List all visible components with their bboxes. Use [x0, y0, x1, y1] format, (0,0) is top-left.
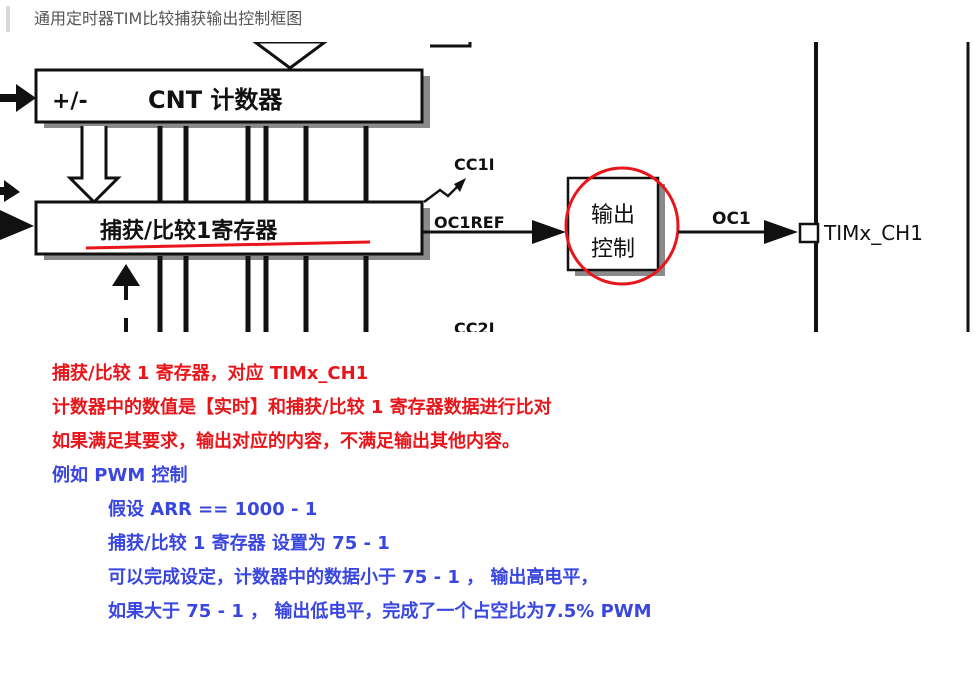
- pin-square: [798, 222, 820, 244]
- note-line-6: 捕获/比较 1 寄存器 设置为 75 - 1: [108, 533, 390, 554]
- note-line-5: 假设 ARR == 1000 - 1: [108, 499, 318, 520]
- output-control-line2: 控制: [591, 237, 635, 262]
- note-line-1: 捕获/比较 1 寄存器，对应 TIMx_CH1: [52, 363, 369, 384]
- caption-bar: 通用定时器TIM比较捕获输出控制框图: [0, 0, 974, 38]
- ccr-red-underline: [85, 240, 371, 250]
- cc2i-label: CC2I: [454, 319, 495, 332]
- output-control-box: [566, 176, 660, 272]
- top-arrow-stub: [252, 42, 328, 70]
- plus-minus-label: +/-: [52, 89, 88, 114]
- output-control-line1: 输出: [591, 203, 635, 228]
- note-line-4: 例如 PWM 控制: [52, 465, 188, 486]
- ccr-input-arrowhead: [0, 210, 34, 240]
- note-line-3: 如果满足其要求，输出对应的内容，不满足输出其他内容。: [52, 431, 520, 452]
- caption-accent: [6, 6, 10, 32]
- cc1i-arrow-line: [423, 185, 459, 203]
- top-right-stub: [430, 42, 472, 48]
- caption-text: 通用定时器TIM比较捕获输出控制框图: [34, 9, 303, 28]
- oc1ref-arrowhead: [532, 220, 566, 244]
- vertical-bus-upper: [157, 126, 369, 202]
- oc1ref-label: OC1REF: [434, 213, 505, 232]
- note-line-7: 可以完成设定，计数器中的数据小于 75 - 1 ， 输出高电平，: [108, 567, 599, 588]
- vertical-bus-lower: [157, 256, 369, 332]
- cc1i-arrowhead: [454, 178, 466, 192]
- pin-label: TIMx_CH1: [823, 221, 923, 245]
- note-line-2: 计数器中的数值是【实时】和捕获/比较 1 寄存器数据进行比对: [52, 397, 552, 418]
- output-control-red-circle: [564, 166, 680, 286]
- timer-block-diagram: +/- CNT 计数器 捕获/比较1寄存器: [0, 42, 974, 332]
- oc1-arrowhead: [764, 220, 798, 244]
- cnt-to-ccr-hollow-arrow: [66, 126, 122, 205]
- oc1-label: OC1: [712, 209, 751, 229]
- cc1i-label: CC1I: [454, 155, 495, 174]
- cnt-input-arrowhead: [16, 84, 36, 112]
- note-line-8: 如果大于 75 - 1 ， 输出低电平，完成了一个占空比为7.5% PWM: [108, 601, 652, 622]
- cnt-counter-box: [34, 68, 424, 124]
- cnt-input-line: [0, 94, 20, 102]
- ccr-bottom-arrowhead: [112, 264, 140, 286]
- aux-input-arrowhead: [4, 180, 20, 202]
- cnt-counter-label: CNT 计数器: [148, 86, 283, 114]
- ccr-register-label: 捕获/比较1寄存器: [100, 218, 278, 244]
